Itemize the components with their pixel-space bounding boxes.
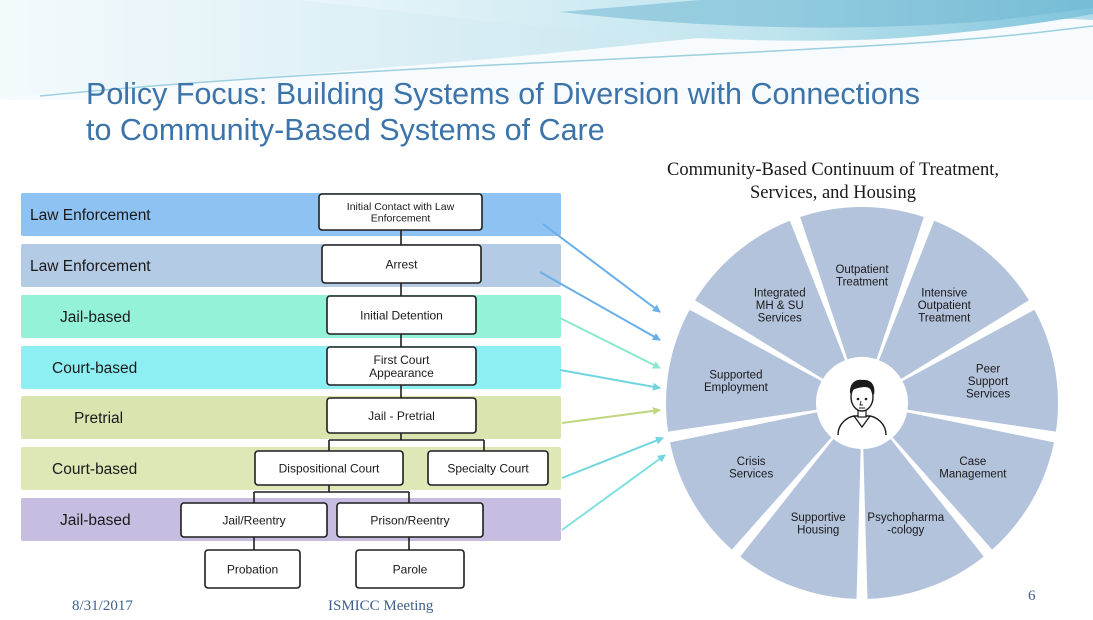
arrow-law-enforcement-2 <box>539 271 661 341</box>
flow-box-arrest: Arrest <box>321 244 482 284</box>
stage-label: Jail-based <box>60 512 131 529</box>
arrow-court-based-2 <box>561 436 664 479</box>
flow-box-dispositional-court: Dispositional Court <box>254 450 404 486</box>
flow-box-label: Jail - Pretrial <box>368 409 435 423</box>
flow-box-specialty-court: Specialty Court <box>427 450 549 486</box>
slide-title-line-1: Policy Focus: Building Systems of Divers… <box>86 77 921 111</box>
continuum-segment: Psychopharma-cology <box>863 439 984 599</box>
stage-label: Jail-based <box>60 309 131 326</box>
flow-box-label: Specialty Court <box>447 461 529 475</box>
stage-label: Pretrial <box>74 410 123 427</box>
stage-label: Law Enforcement <box>30 258 151 275</box>
flow-box-label: Dispositional Court <box>279 461 380 475</box>
stage-label: Court-based <box>52 360 137 377</box>
flow-box-label: Arrest <box>385 257 418 271</box>
continuum-title-line-1: Community-Based Continuum of Treatment, <box>667 160 999 180</box>
flow-box-label: Initial Detention <box>360 308 443 322</box>
stage-label: Law Enforcement <box>30 207 151 224</box>
slide-title: Policy Focus: Building Systems of Divers… <box>86 76 1086 148</box>
flow-box-label: Probation <box>227 562 278 576</box>
arrow-law-enforcement-1 <box>542 223 661 313</box>
stage-label: Court-based <box>52 461 137 478</box>
stage-band: Jail-based <box>21 295 561 338</box>
flow-box-parole: Parole <box>355 549 465 589</box>
continuum-title-line-2: Services, and Housing <box>750 183 916 203</box>
stage-band: Pretrial <box>21 396 561 439</box>
continuum-segment-label: Psychopharma-cology <box>867 512 944 537</box>
person-icon <box>828 369 896 437</box>
footer-date: 8/31/2017 <box>72 598 133 614</box>
diversion-arrows <box>539 223 666 531</box>
flow-box-label: Parole <box>393 562 428 576</box>
flow-box-prison-reentry: Prison/Reentry <box>336 502 484 538</box>
flow-box-probation: Probation <box>204 549 301 589</box>
flow-connectors <box>253 230 485 550</box>
footer-event: ISMICC Meeting <box>328 598 434 614</box>
arrow-jail-based <box>559 317 661 369</box>
flow-box-jail-reentry: Jail/Reentry <box>180 502 328 538</box>
flow-box-jail-pretrial: Jail - Pretrial <box>326 397 477 434</box>
flow-box-initial-detention: Initial Detention <box>326 295 477 335</box>
continuum-title: Community-Based Continuum of Treatment, … <box>588 159 1078 205</box>
arrow-jail-based-2 <box>561 454 666 531</box>
flow-box-label: Jail/Reentry <box>222 513 285 527</box>
page-number: 6 <box>1028 588 1036 604</box>
flow-box-label: Prison/Reentry <box>370 513 449 527</box>
stage-band: Court-based <box>21 346 561 389</box>
header-wave <box>0 0 1093 100</box>
slide-title-line-2: to Community-Based Systems of Care <box>86 113 605 147</box>
arrow-pretrial <box>561 406 661 424</box>
arrow-court-based <box>559 369 661 391</box>
